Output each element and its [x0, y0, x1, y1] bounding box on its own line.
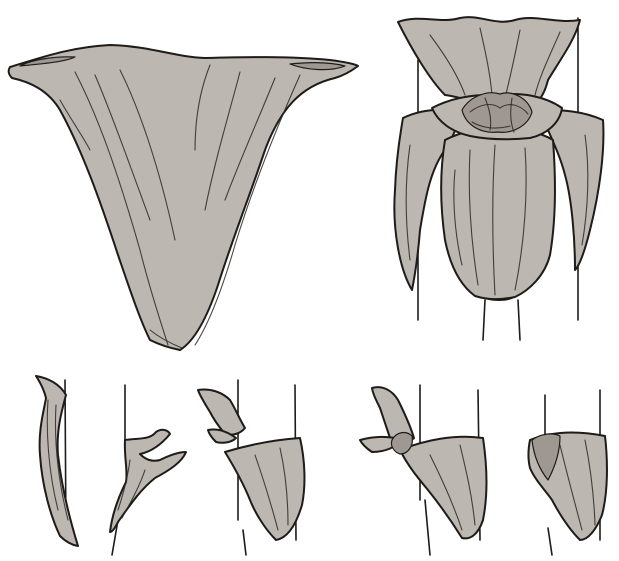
triangular-bandage	[9, 45, 358, 350]
step-5-finished	[529, 390, 607, 555]
step-4-knot	[360, 385, 486, 555]
step-2-wrap	[110, 385, 186, 555]
tied-bandage-with-knot	[394, 17, 603, 340]
step-1-fold	[36, 376, 78, 546]
step-3-tuck	[198, 380, 304, 555]
